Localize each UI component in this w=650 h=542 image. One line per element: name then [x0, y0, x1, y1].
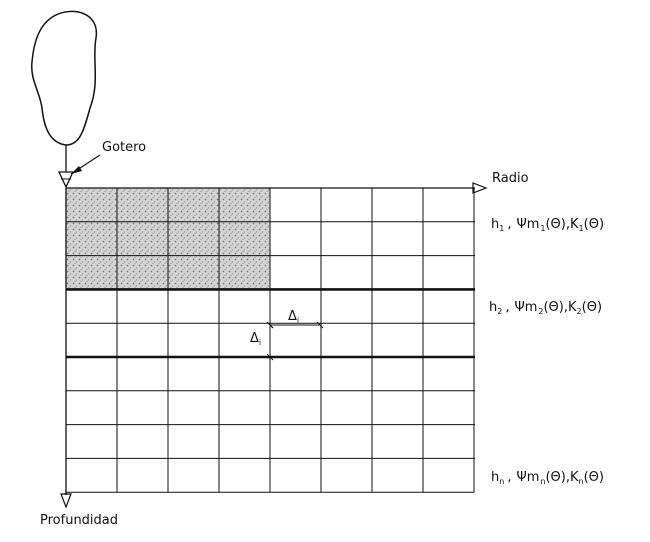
delta-tick-v-bottom	[266, 353, 274, 361]
wetted-bulb-shape	[31, 10, 97, 146]
wetted-cell	[66, 221, 117, 256]
depth-axis-label: Profundidad	[40, 513, 118, 528]
layer-label-1: h1,Ψm1(Θ),K1(Θ)	[491, 217, 604, 233]
layer-label-2: h2,Ψm2(Θ),K2(Θ)	[489, 300, 602, 316]
delta-label-vertical: Δi	[250, 331, 261, 347]
dripper-pointer-arrowhead	[71, 166, 82, 174]
wetted-cell	[117, 188, 168, 222]
radius-axis-arrowhead	[472, 182, 488, 194]
delta-tick-v-top	[266, 321, 274, 329]
wetted-cell	[66, 188, 117, 222]
wetted-cell	[219, 188, 270, 222]
delta-tick-h-right	[316, 321, 324, 329]
delta-label-horizontal: Δi	[288, 309, 299, 325]
depth-axis-arrowhead	[60, 493, 72, 509]
wetted-cell	[219, 221, 270, 256]
wetted-cell	[168, 221, 219, 256]
wetted-cell	[66, 255, 117, 290]
layer-label-n: hn,Ψmn(Θ),Kn(Θ)	[491, 470, 604, 486]
radius-axis-label: Radio	[492, 171, 529, 186]
wetted-cell	[168, 188, 219, 222]
dripper-label: Gotero	[102, 140, 146, 155]
wetted-cell	[117, 255, 168, 290]
wetted-cell	[168, 255, 219, 290]
wetted-cells	[66, 188, 270, 290]
wetted-cell	[219, 255, 270, 290]
wetted-cell	[117, 221, 168, 256]
